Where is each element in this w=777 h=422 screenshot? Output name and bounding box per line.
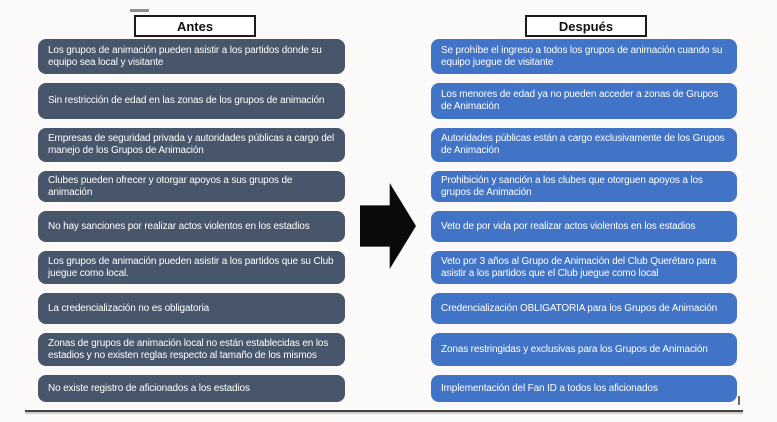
after-item-text: Prohibición y sanción a los clubes que o… <box>441 174 703 198</box>
after-item: Implementación del Fan ID a todos los af… <box>431 375 737 402</box>
before-item: Sin restricción de edad en las zonas de … <box>38 83 345 119</box>
before-item: Zonas de grupos de animación local no es… <box>38 333 345 366</box>
after-item-text: Se prohíbe el ingreso a todos los grupos… <box>441 44 723 68</box>
after-item-text: Zonas restringidas y exclusivas para los… <box>441 343 708 355</box>
after-item-text: Veto por 3 años al Grupo de Animación de… <box>441 255 716 279</box>
column-header-despues: Después <box>525 15 647 37</box>
after-item: Veto por 3 años al Grupo de Animación de… <box>431 251 737 284</box>
before-item-text: Empresas de seguridad privada y autorida… <box>48 133 335 156</box>
after-item-text: Credencialización OBLIGATORIA para los G… <box>441 302 718 314</box>
after-item-text: Implementación del Fan ID a todos los af… <box>441 382 658 394</box>
after-item: Los menores de edad ya no pueden acceder… <box>431 83 737 119</box>
after-item: Prohibición y sanción a los clubes que o… <box>431 171 737 202</box>
before-item: La credencialización no es obligatoria <box>38 293 345 324</box>
before-item-text: Los grupos de animación pueden asistir a… <box>48 255 334 279</box>
before-item-text: Sin restricción de edad en las zonas de … <box>48 95 325 106</box>
before-item-text: No hay sanciones por realizar actos viol… <box>48 220 310 232</box>
column-header-antes: Antes <box>134 15 256 37</box>
before-item-text: No existe registro de aficionados a los … <box>48 382 250 394</box>
before-item-text: Los grupos de animación pueden asistir a… <box>48 44 322 68</box>
after-item-text: Autoridades públicas están a cargo exclu… <box>441 133 725 156</box>
before-item: Clubes pueden ofrecer y otorgar apoyos a… <box>38 171 345 202</box>
after-item: Zonas restringidas y exclusivas para los… <box>431 333 737 366</box>
after-item: Credencialización OBLIGATORIA para los G… <box>431 293 737 324</box>
before-item: Los grupos de animación pueden asistir a… <box>38 251 345 284</box>
before-item-text: Clubes pueden ofrecer y otorgar apoyos a… <box>48 174 293 198</box>
after-item: Autoridades públicas están a cargo exclu… <box>431 128 737 162</box>
before-item: Empresas de seguridad privada y autorida… <box>38 128 345 162</box>
after-column: Se prohíbe el ingreso a todos los grupos… <box>431 39 737 402</box>
after-item-text: Veto de por vida por realizar actos viol… <box>441 220 696 232</box>
stray-tick <box>738 396 740 405</box>
before-item: No existe registro de aficionados a los … <box>38 375 345 402</box>
before-item: No hay sanciones por realizar actos viol… <box>38 211 345 242</box>
column-header-despues-label: Después <box>558 18 614 34</box>
before-column: Los grupos de animación pueden asistir a… <box>38 39 345 402</box>
bottom-divider <box>25 410 743 412</box>
column-header-antes-label: Antes <box>176 18 214 34</box>
after-item: Se prohíbe el ingreso a todos los grupos… <box>431 39 737 74</box>
before-item-text: Zonas de grupos de animación local no es… <box>48 337 329 361</box>
after-item-text: Los menores de edad ya no pueden acceder… <box>441 89 719 112</box>
right-arrow-icon <box>360 183 416 269</box>
before-item-text: La credencialización no es obligatoria <box>48 302 210 314</box>
before-item: Los grupos de animación pueden asistir a… <box>38 39 345 74</box>
after-item: Veto de por vida por realizar actos viol… <box>431 211 737 242</box>
stray-dash <box>130 9 149 12</box>
